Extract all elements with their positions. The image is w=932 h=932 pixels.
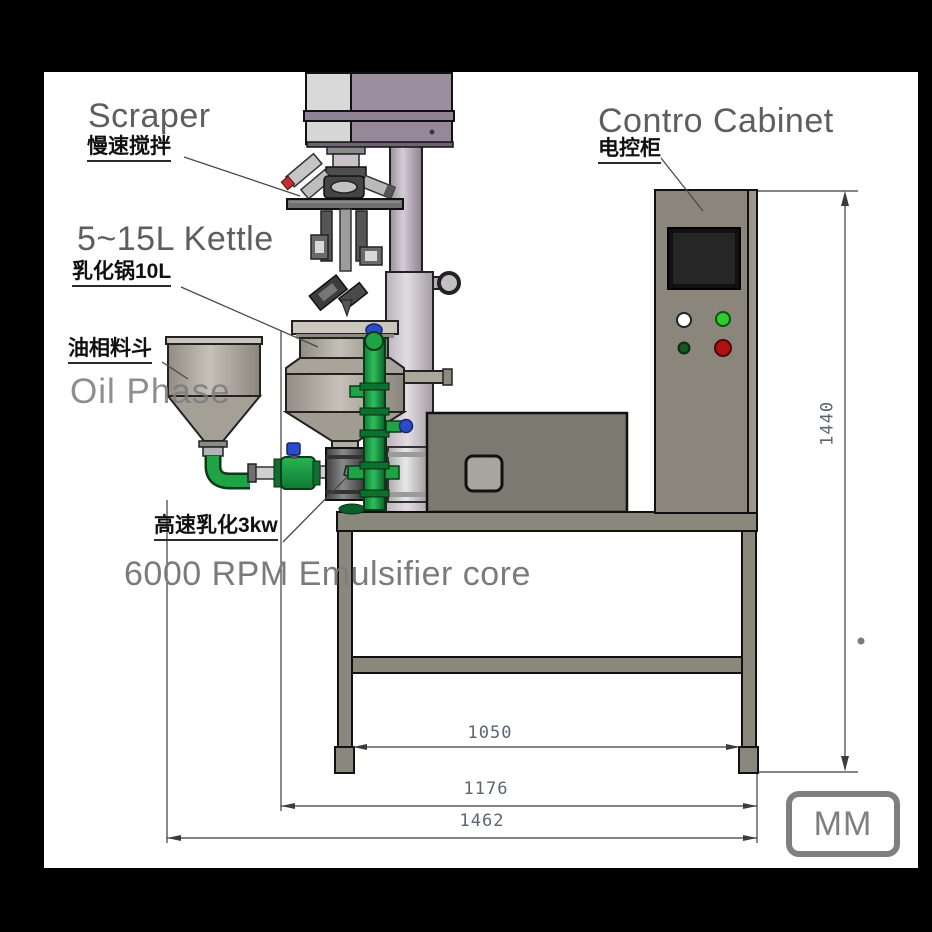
- scraper-label-en: Scraper: [88, 97, 211, 135]
- dim-stand-width: 1050: [467, 723, 513, 743]
- emulsifier-label-zh: 高速乳化3kw: [154, 514, 278, 542]
- oil-phase-label-en: Oil Phase: [70, 372, 231, 411]
- kettle-label-zh: 乳化锅10L: [72, 260, 172, 288]
- oil-phase-hopper: [165, 336, 263, 457]
- emulsifier-label-en: 6000 RPM Emulsifier core: [124, 555, 531, 593]
- cabinet-label-zh: 电控柜: [598, 137, 661, 165]
- unit-badge: MM: [786, 791, 900, 857]
- feed-pipe-and-pump: [204, 442, 333, 490]
- button-dark-green: [677, 341, 691, 355]
- extension-lines: [166, 190, 858, 843]
- scraper-assembly: [280, 152, 404, 318]
- cabinet-label-en: Contro Cabinet: [598, 102, 834, 140]
- scraper-label-zh: 慢速搅拌: [87, 135, 171, 163]
- dim-overall-width: 1462: [459, 811, 505, 831]
- kettle-label-en: 5~15L Kettle: [77, 220, 274, 258]
- button-green: [715, 311, 731, 327]
- button-red: [714, 339, 732, 357]
- stand-frame: [334, 511, 759, 774]
- dimension-lines: [167, 191, 865, 841]
- dim-mid-width: 1176: [463, 779, 509, 799]
- unit-label: MM: [813, 804, 873, 843]
- control-cabinet: [654, 189, 758, 514]
- agitator-motor-head: [303, 72, 455, 178]
- leader-lines: [161, 156, 704, 543]
- stray-dot: [857, 637, 865, 645]
- dim-height: 1440: [817, 400, 838, 446]
- oil-hopper-label-zh: 油相料斗: [68, 337, 152, 365]
- button-white: [676, 312, 692, 328]
- high-speed-motor: [387, 411, 629, 514]
- recirculation-pipe: [338, 323, 414, 515]
